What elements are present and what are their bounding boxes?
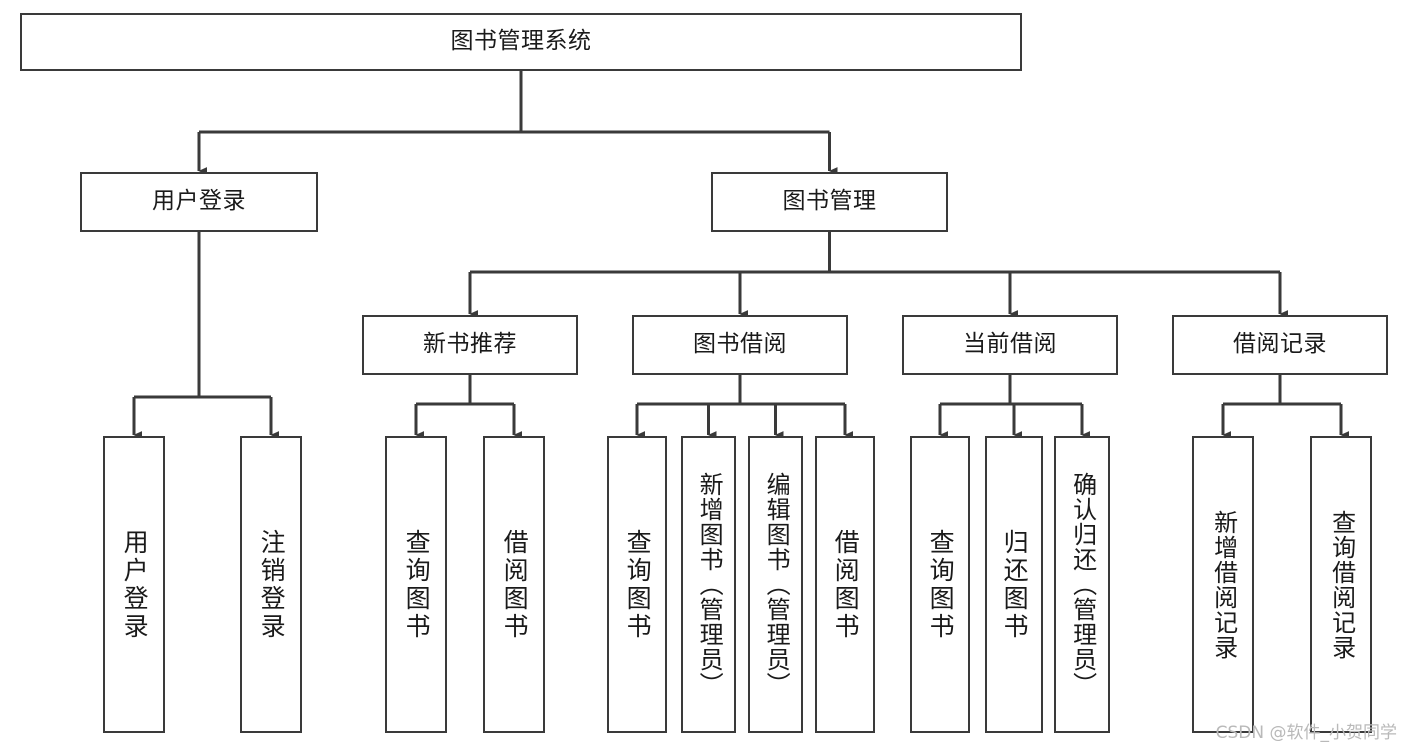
node-leaf-cu-return[interactable]: 归还图书	[985, 436, 1043, 733]
node-label: 图书管理系统	[450, 28, 592, 55]
node-leaf-nb-borrow[interactable]: 借阅图书	[483, 436, 545, 733]
node-label: 借阅图书	[500, 528, 530, 641]
node-leaf-user-logout[interactable]: 注销登录	[240, 436, 302, 733]
node-newbooks[interactable]: 新书推荐	[362, 315, 578, 375]
node-label: 编辑图书（管理员）	[762, 472, 791, 697]
connector-lines	[132, 71, 1349, 439]
node-leaf-bo-lend[interactable]: 借阅图书	[815, 436, 875, 733]
node-label: 当前借阅	[963, 331, 1057, 358]
node-label: 图书管理	[782, 188, 877, 215]
node-leaf-bo-edit[interactable]: 编辑图书（管理员）	[748, 436, 803, 733]
node-label: 查询图书	[926, 528, 956, 641]
node-leaf-cu-confirm[interactable]: 确认归还（管理员）	[1054, 436, 1110, 733]
node-label: 查询图书	[402, 528, 432, 641]
csdn-watermark: CSDN @软件_小贺同学	[1215, 723, 1397, 743]
node-root[interactable]: 图书管理系统	[20, 13, 1022, 71]
node-records[interactable]: 借阅记录	[1172, 315, 1388, 375]
node-leaf-user-login[interactable]: 用户登录	[103, 436, 165, 733]
node-bookmgmt[interactable]: 图书管理	[711, 172, 948, 232]
node-label: 注销登录	[257, 528, 287, 641]
node-label: 借阅记录	[1233, 331, 1327, 358]
node-label: 用户登录	[120, 528, 150, 641]
node-current[interactable]: 当前借阅	[902, 315, 1118, 375]
node-label: 归还图书	[1000, 528, 1030, 641]
node-login[interactable]: 用户登录	[80, 172, 318, 232]
node-label: 新书推荐	[423, 331, 517, 358]
node-leaf-cu-query[interactable]: 查询图书	[910, 436, 970, 733]
node-leaf-re-add[interactable]: 新增借阅记录	[1192, 436, 1254, 733]
node-leaf-nb-query[interactable]: 查询图书	[385, 436, 447, 733]
node-label: 查询借阅记录	[1327, 509, 1356, 660]
node-label: 新增借阅记录	[1209, 509, 1238, 660]
node-label: 用户登录	[152, 188, 246, 215]
node-label: 确认归还（管理员）	[1068, 472, 1097, 697]
node-label: 新增图书（管理员）	[695, 472, 724, 697]
node-leaf-bo-add[interactable]: 新增图书（管理员）	[681, 436, 736, 733]
node-borrow[interactable]: 图书借阅	[632, 315, 848, 375]
node-label: 查询图书	[623, 528, 653, 641]
node-label: 图书借阅	[693, 331, 787, 358]
node-leaf-re-query[interactable]: 查询借阅记录	[1310, 436, 1372, 733]
node-label: 借阅图书	[831, 528, 861, 641]
node-leaf-bo-query[interactable]: 查询图书	[607, 436, 667, 733]
